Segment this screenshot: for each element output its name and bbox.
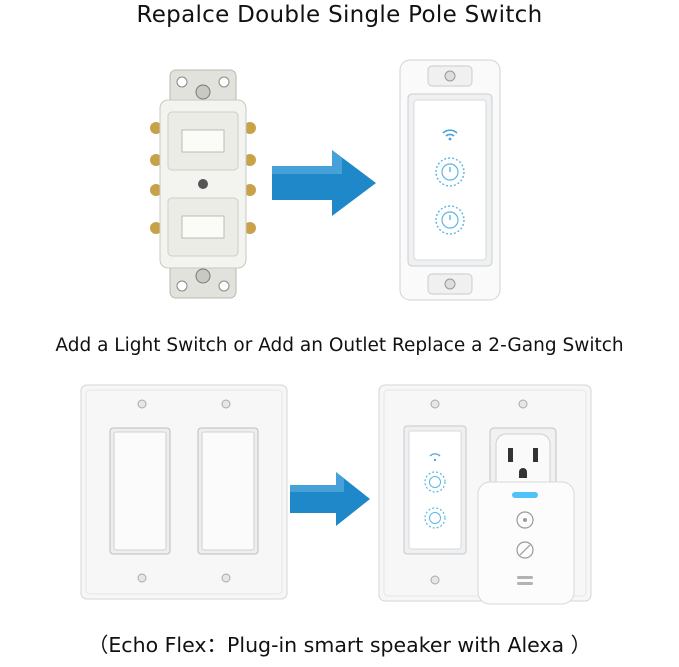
echo-flex-image [477, 481, 575, 605]
page-title: Repalce Double Single Pole Switch [136, 2, 543, 28]
arrow-right-icon [290, 472, 370, 526]
arrow-right-icon [272, 150, 376, 216]
smart-switch-image [399, 59, 501, 301]
double-toggle-switch-image [150, 69, 256, 299]
echo-flex-caption: （Echo Flex：Plug-in smart speaker with Al… [87, 633, 592, 657]
section-subtitle: Add a Light Switch or Add an Outlet Repl… [55, 335, 624, 356]
two-gang-switch-plate-image [80, 384, 288, 600]
wifi-icon [442, 129, 458, 141]
